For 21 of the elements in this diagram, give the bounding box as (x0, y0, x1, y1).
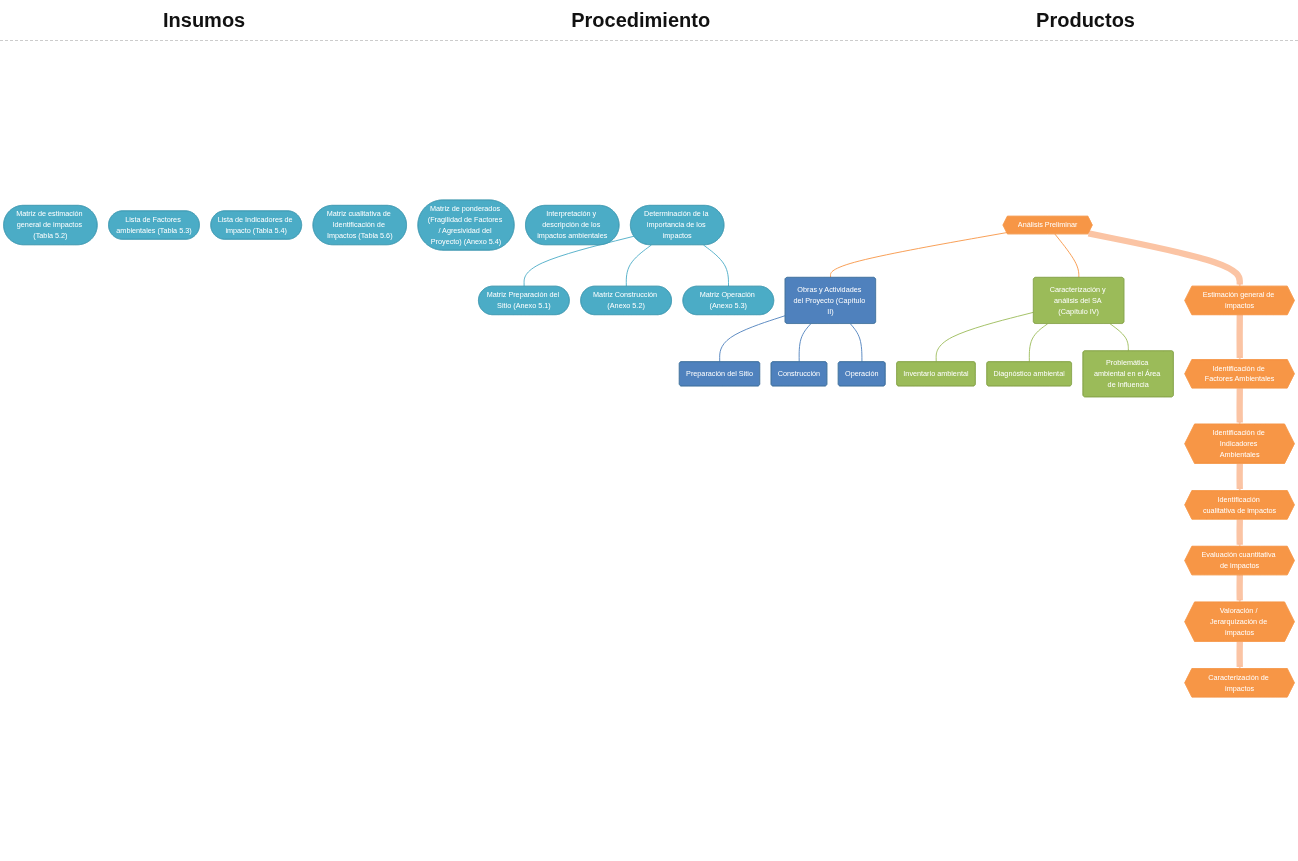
connector (625, 244, 652, 287)
connector (935, 311, 1035, 363)
arrow (1236, 388, 1243, 425)
connector (523, 235, 635, 287)
connector (719, 315, 786, 363)
column-heading: Procedimiento (571, 8, 711, 32)
arrow (1236, 518, 1243, 547)
arrow (1236, 640, 1243, 669)
arrow (1236, 574, 1243, 603)
connector (849, 323, 863, 363)
connector (1028, 323, 1049, 363)
connector (830, 232, 1008, 279)
connector (798, 323, 812, 363)
arrow (1087, 230, 1243, 287)
arrow (1236, 314, 1243, 360)
connector (1054, 233, 1080, 279)
column-heading: Productos (1036, 8, 1135, 32)
connector (1109, 323, 1129, 352)
arrow (1236, 462, 1243, 491)
column-heading: Insumos (163, 8, 246, 32)
connector (702, 244, 729, 287)
